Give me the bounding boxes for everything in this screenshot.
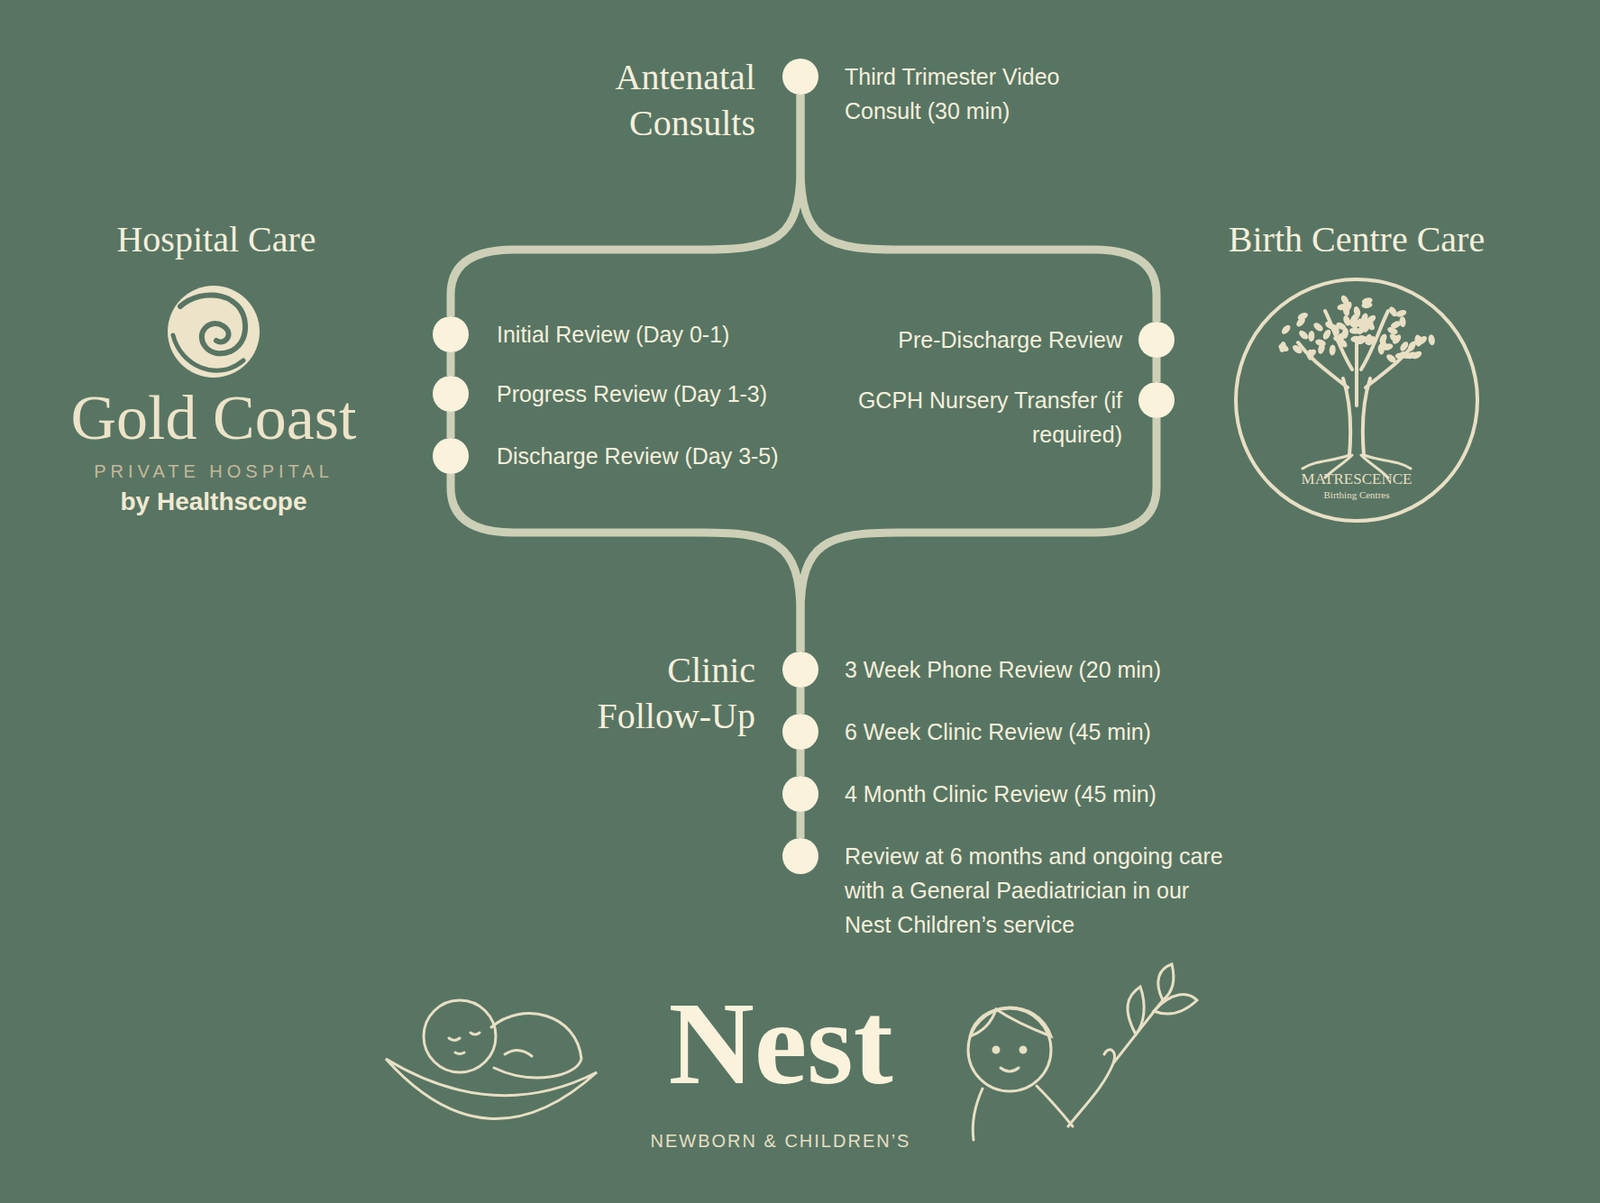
milestone-dot <box>432 375 469 412</box>
tree-leaf <box>1339 293 1351 307</box>
tree-leaf <box>1355 323 1368 337</box>
tree-leaf <box>1353 305 1363 318</box>
child-illustration <box>968 964 1198 1141</box>
tree-leaf <box>1321 328 1333 341</box>
baby-illustration <box>385 1000 597 1119</box>
track-connector <box>800 94 1157 322</box>
tree-leaf <box>1341 327 1349 339</box>
track-connector <box>796 749 805 777</box>
milestone-label: 6 Week Clinic Review (45 min) <box>844 714 1224 750</box>
tree-leaf <box>1280 323 1292 337</box>
tree-leaf <box>1384 352 1398 365</box>
tree-leaf <box>1290 343 1304 356</box>
section-heading: Antenatal Consults <box>566 54 756 147</box>
milestone-label: Third Trimester Video Consult (30 min) <box>844 59 1143 128</box>
tree-leaf <box>1359 311 1370 325</box>
milestone-dot <box>1138 382 1175 419</box>
logo-subtitle: by Healthscope <box>33 486 394 518</box>
track-connector <box>796 812 805 839</box>
tree-leaf <box>1427 334 1436 347</box>
milestone-dot <box>782 58 819 95</box>
section-heading: Birth Centre Care <box>1158 216 1555 263</box>
track-connector <box>1152 357 1162 383</box>
logo-subtitle: NEWBORN & CHILDREN’S <box>555 1130 1006 1152</box>
tree-leaf <box>1356 334 1369 343</box>
logo-wordmark: Nest <box>600 980 961 1107</box>
section-heading: Clinic Follow-Up <box>566 647 756 740</box>
track-connector <box>447 411 456 439</box>
tree-leaf <box>1414 334 1422 347</box>
tree-leaf <box>1328 344 1336 356</box>
tree-leaf <box>1386 325 1399 336</box>
milestone-dot <box>782 651 819 688</box>
tree-leaf <box>1307 349 1314 361</box>
track-connector <box>450 474 801 652</box>
milestone-label: 3 Week Phone Review (20 min) <box>844 652 1224 687</box>
tree-leaf <box>1381 342 1394 352</box>
milestone-dot <box>782 776 819 813</box>
tree-leaf <box>1395 352 1407 359</box>
milestone-dot <box>782 838 819 875</box>
milestone-label: Initial Review (Day 0-1) <box>496 317 822 352</box>
tree-leaf <box>1395 309 1408 320</box>
tree-leaf <box>1336 337 1350 349</box>
milestone-dot <box>432 316 469 353</box>
logo-subtitle: PRIVATE HOSPITAL <box>33 459 394 484</box>
milestone-label: Progress Review (Day 1-3) <box>496 376 822 412</box>
track-connector <box>800 418 1157 652</box>
tree-leaf <box>1390 333 1403 347</box>
tree-leaf <box>1297 329 1310 341</box>
tree-leaf <box>1278 340 1287 353</box>
milestone-label: GCPH Nursery Transfer (if required) <box>824 383 1123 452</box>
tree-leaf <box>1312 320 1326 333</box>
tree-leaf <box>1314 338 1327 348</box>
track-connector <box>447 352 456 376</box>
tree-leaf <box>1361 296 1373 306</box>
milestone-label: Review at 6 months and ongoing care with… <box>844 839 1224 942</box>
logo-subtitle: Birthing Centres <box>1266 489 1447 502</box>
milestone-label: Pre-Discharge Review <box>824 322 1123 357</box>
section-heading: Hospital Care <box>36 216 397 263</box>
milestone-dot <box>432 438 469 475</box>
milestone-dot <box>782 713 819 750</box>
logo-wordmark: Gold Coast <box>18 382 410 455</box>
gold-coast-icon <box>167 285 260 378</box>
logo-wordmark: MATRESCENCE <box>1266 470 1447 489</box>
milestone-dot <box>1138 321 1175 358</box>
milestone-label: Discharge Review (Day 3-5) <box>496 438 822 474</box>
tree-leaf <box>1342 304 1352 317</box>
track-connector <box>796 687 805 714</box>
tree-leaf <box>1410 349 1424 361</box>
tree-leaf <box>1398 339 1411 353</box>
tree-leaf <box>1296 310 1309 321</box>
milestone-label: 4 Month Clinic Review (45 min) <box>844 777 1224 812</box>
tree-leaf <box>1307 330 1316 342</box>
matrescence-logo <box>1235 279 1478 522</box>
